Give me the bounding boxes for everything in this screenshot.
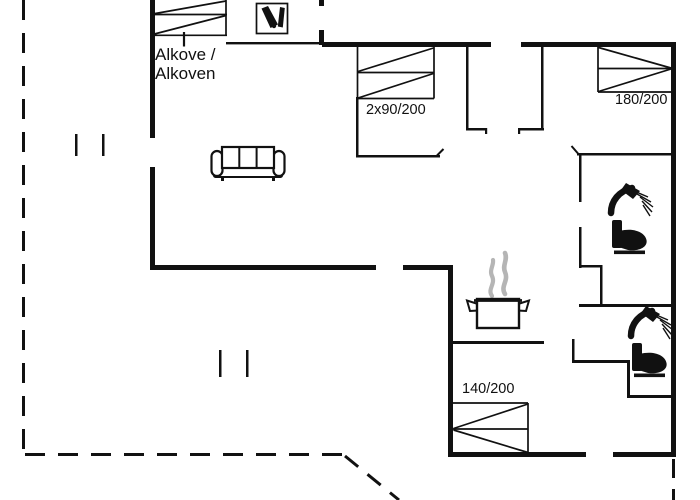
sofa-icon bbox=[210, 145, 286, 181]
bed-line bbox=[453, 403, 529, 430]
wall-segment bbox=[448, 341, 544, 344]
wall-segment bbox=[600, 265, 603, 307]
wall-segment bbox=[356, 97, 359, 157]
bed-line bbox=[453, 429, 529, 454]
alkove-label-line2: Alkoven bbox=[155, 64, 216, 84]
wall-segment bbox=[671, 42, 676, 457]
post-mark bbox=[75, 134, 78, 156]
wall-segment bbox=[572, 339, 575, 363]
sofa-foot bbox=[272, 177, 275, 181]
wall-segment bbox=[356, 155, 440, 158]
wall-segment bbox=[518, 128, 544, 131]
alkove-label-line1: Alkove / bbox=[155, 45, 216, 64]
bed-line bbox=[152, 14, 227, 36]
bed-line bbox=[152, 0, 227, 15]
post-mark bbox=[102, 134, 105, 156]
bed-line bbox=[357, 72, 434, 99]
door-jamb bbox=[436, 148, 445, 157]
wall-segment bbox=[541, 44, 544, 130]
spray-line bbox=[633, 190, 649, 198]
interior-walls bbox=[226, 42, 676, 398]
shower-head bbox=[621, 183, 640, 199]
bathroom-icons bbox=[607, 183, 654, 255]
spray-line bbox=[639, 196, 654, 208]
wall-segment bbox=[319, 0, 324, 6]
sofa-back bbox=[220, 145, 276, 170]
wall-segment bbox=[150, 0, 155, 138]
spray-line bbox=[636, 193, 652, 203]
wall-segment bbox=[579, 227, 582, 268]
bed-size-label-2x90: 2x90/200 bbox=[366, 102, 426, 118]
wall-segment bbox=[322, 42, 491, 47]
wall-segment bbox=[448, 265, 453, 457]
alkove-label: Alkove / Alkoven bbox=[155, 45, 215, 83]
pot-body bbox=[475, 297, 521, 330]
bed-size-label-180: 180/200 bbox=[615, 92, 668, 108]
bed-line bbox=[598, 46, 672, 69]
wall-segment bbox=[577, 153, 673, 156]
wall-segment bbox=[466, 44, 469, 130]
wall-segment bbox=[448, 452, 586, 457]
bathroom-icons-2 bbox=[631, 306, 673, 377]
steam-icon bbox=[501, 250, 509, 297]
spray-line bbox=[642, 204, 651, 217]
stove-shape bbox=[261, 6, 278, 28]
bed-alkove bbox=[152, 0, 227, 47]
bed-140 bbox=[453, 402, 529, 454]
terrace-post-marks bbox=[75, 134, 249, 377]
wall-segment bbox=[521, 42, 676, 47]
wall-segment bbox=[226, 42, 322, 45]
wall-segment bbox=[403, 265, 453, 270]
sofa-arm bbox=[272, 149, 286, 178]
wall-segment bbox=[579, 155, 582, 202]
wall-segment bbox=[627, 395, 676, 398]
terrace-boundary-dashed bbox=[22, 0, 675, 500]
post-mark bbox=[246, 350, 249, 377]
shower-icon bbox=[607, 183, 654, 217]
sofa-base bbox=[213, 167, 283, 178]
toilet-base bbox=[614, 250, 645, 255]
bed-line bbox=[598, 68, 672, 93]
bed-2x90 bbox=[356, 47, 435, 100]
sofa-arm bbox=[210, 149, 224, 178]
wall-segment bbox=[319, 30, 324, 45]
bed-line bbox=[357, 47, 434, 73]
wall-segment bbox=[485, 128, 488, 134]
post-mark bbox=[219, 350, 222, 377]
stove-dot bbox=[271, 23, 277, 29]
wall-segment bbox=[150, 265, 376, 270]
wall-segment bbox=[579, 265, 602, 268]
wall-segment bbox=[518, 128, 521, 134]
steam-icon bbox=[488, 257, 496, 299]
wall-segment bbox=[627, 360, 630, 398]
door-jambs bbox=[436, 145, 579, 157]
door-jamb bbox=[570, 145, 579, 155]
bed-180 bbox=[597, 46, 672, 93]
stove-shape bbox=[277, 7, 285, 28]
dashed-line-diagonal bbox=[344, 454, 400, 500]
toilet-icon bbox=[612, 220, 647, 255]
cooking-pot-icon bbox=[465, 250, 531, 330]
toilet-bowl bbox=[620, 229, 647, 251]
wall-segment bbox=[613, 452, 676, 457]
wall-segment bbox=[150, 167, 155, 270]
sofa-foot bbox=[221, 177, 224, 181]
spray-line bbox=[641, 200, 653, 213]
wall-segment bbox=[579, 304, 676, 307]
wood-stove-icon bbox=[255, 2, 289, 35]
toilet-tank bbox=[612, 220, 622, 248]
shower-spray bbox=[633, 190, 654, 217]
wall-segment bbox=[572, 360, 630, 363]
bed-size-label-140: 140/200 bbox=[462, 381, 515, 397]
wall-segment bbox=[466, 128, 487, 131]
exterior-walls bbox=[150, 0, 676, 457]
